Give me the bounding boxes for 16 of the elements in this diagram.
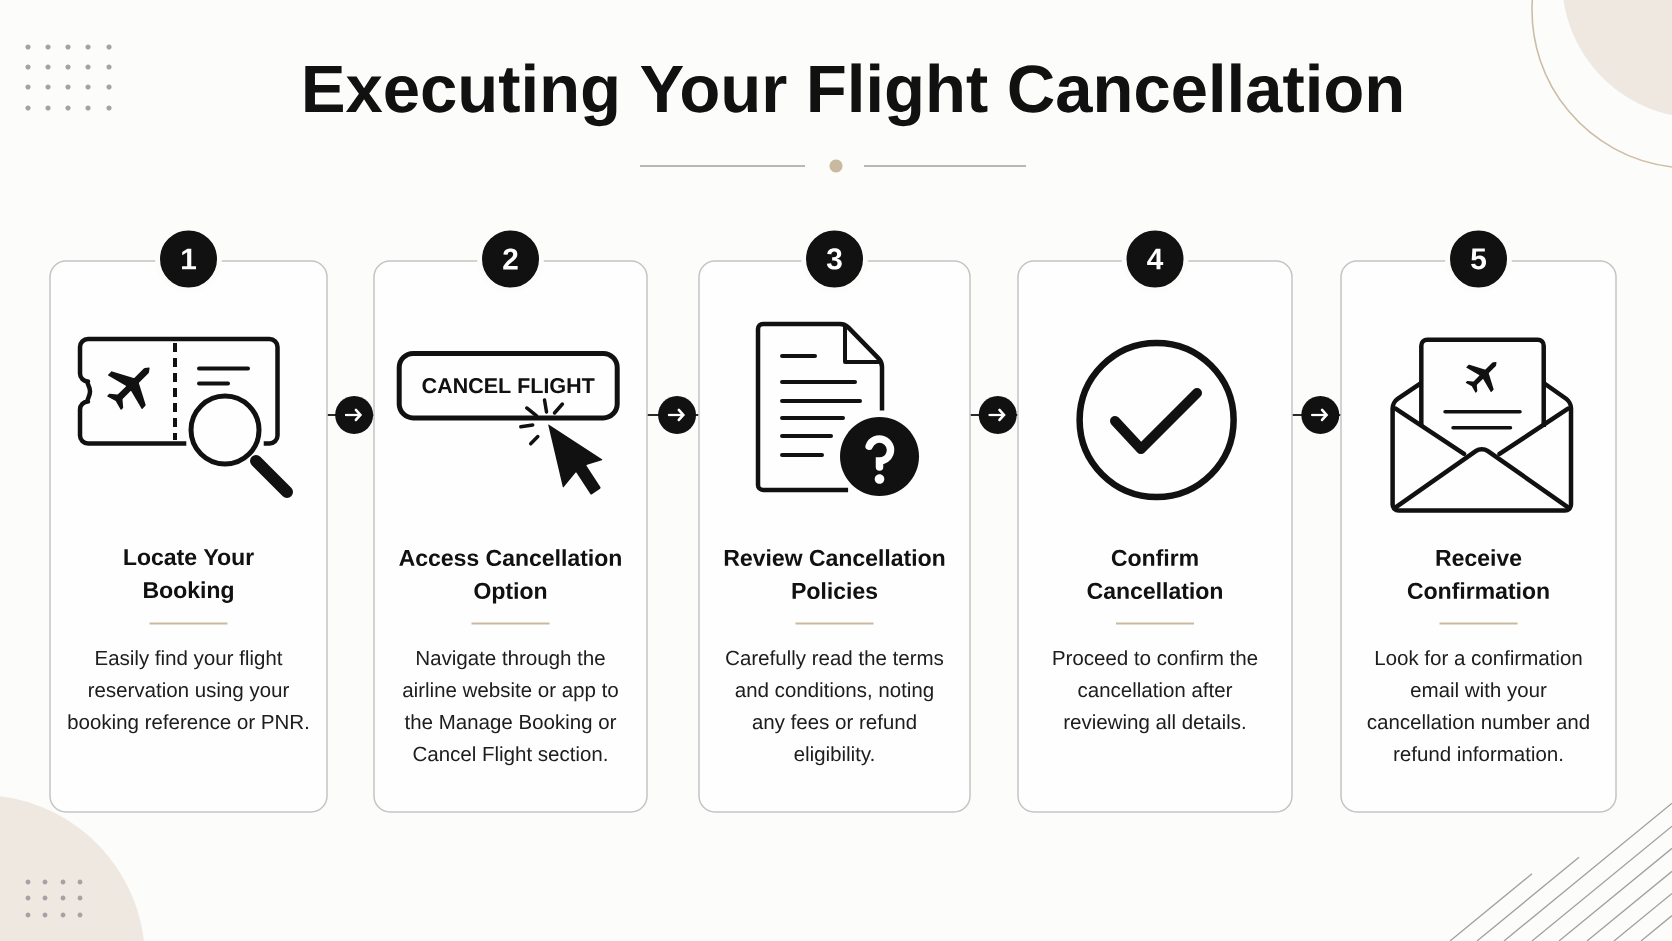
button: CANCEL FLIGHT: [396, 350, 620, 421]
step-title: Receive Confirmation: [1407, 549, 1549, 600]
step-description: Carefully read the terms and conditions, noting any fees or refund eligibility.: [726, 650, 944, 766]
step-description: Navigate through the airline website or app to the Manage Booking or Cancel Flight section.: [403, 650, 618, 766]
arrow-connector: [326, 396, 375, 434]
step-title: Access Cancellation Option: [399, 549, 621, 604]
step-title: Locate Your Booking: [124, 549, 254, 603]
step-description: Proceed to confirm the cancellation after reviewing all details.: [1053, 650, 1258, 734]
step-title: Review Cancellation Policies: [724, 549, 945, 600]
step-title: Confirm Cancellation: [1087, 549, 1222, 600]
step-description: Easily find your flight reservation using your booking reference or PNR.: [68, 650, 308, 734]
arrow-connector: [646, 396, 700, 434]
step-description: Look for a confirmation email with your cancellation number and refund information.: [1367, 650, 1589, 762]
arrow-connector: [1291, 396, 1342, 434]
arrow-connector: [969, 396, 1019, 434]
title: Executing Your Flight Cancellation: [305, 63, 1402, 127]
